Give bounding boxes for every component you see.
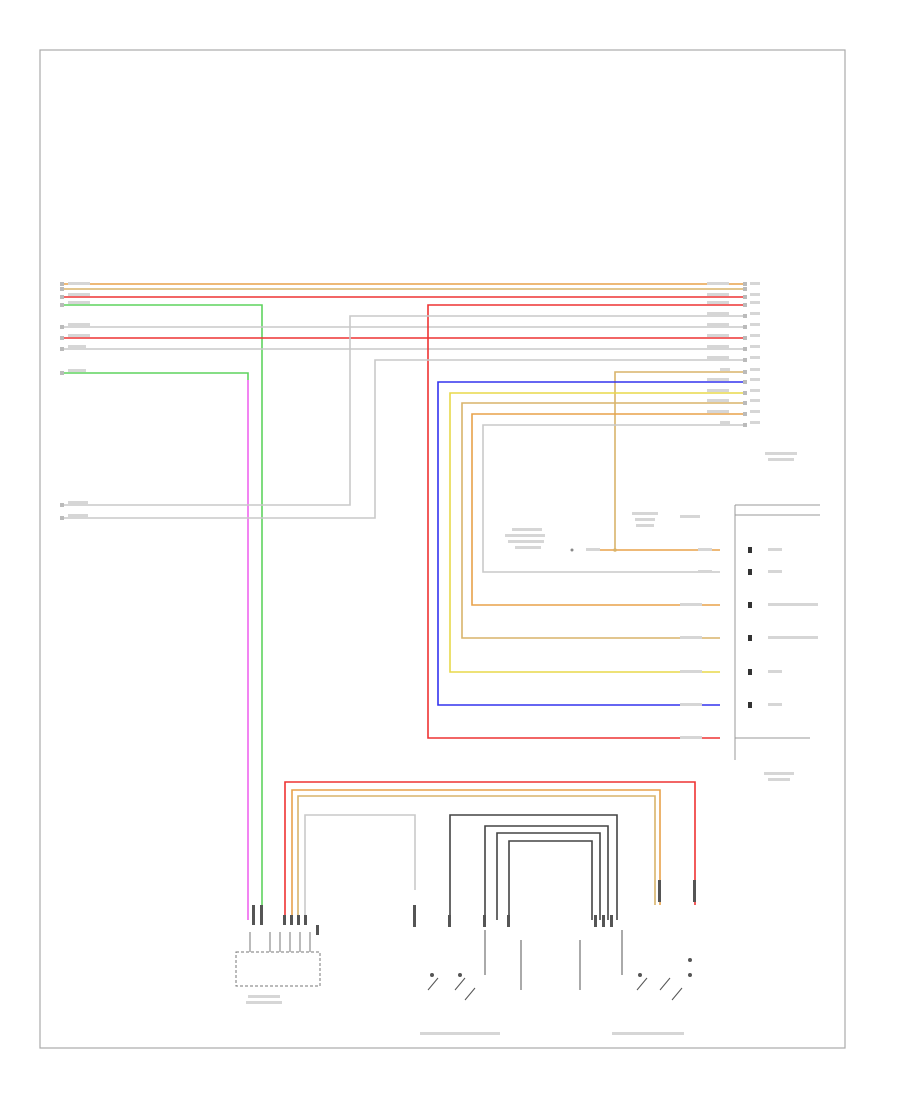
wire-yellow-1 xyxy=(449,392,745,673)
wire-dark-4 xyxy=(508,840,593,920)
wire-gray-right-1 xyxy=(62,315,745,506)
wire-gray-right-2 xyxy=(62,359,745,519)
bottom-connectors xyxy=(252,880,696,935)
wire-blue xyxy=(437,381,745,706)
wire-orange-bottom xyxy=(291,789,661,920)
wire-dark-1 xyxy=(449,814,618,920)
bus-wires xyxy=(62,283,745,920)
diagram-frame xyxy=(39,49,846,1049)
bottom-wires xyxy=(284,781,696,920)
splice-dot xyxy=(613,548,617,552)
wire-tan-2 xyxy=(461,402,745,639)
wire-gray-bottom xyxy=(304,814,416,920)
left-terminals xyxy=(60,282,64,520)
wire-dark-3 xyxy=(496,832,601,920)
wire-red-bottom xyxy=(284,781,696,920)
switch-group-right xyxy=(579,930,692,1001)
wire-green-1 xyxy=(62,304,263,920)
wire-label-bars xyxy=(68,282,818,1035)
switch-group-left xyxy=(427,930,522,1001)
wire-red-right xyxy=(427,304,745,739)
wire-orange-2 xyxy=(471,413,745,606)
wire-green-pink xyxy=(62,372,249,380)
module-pins xyxy=(748,547,752,708)
module-box xyxy=(235,932,321,987)
wire-dark-2 xyxy=(484,825,609,920)
control-module-connector xyxy=(734,504,820,760)
wire-tan-sig xyxy=(614,371,745,550)
wire-tan-bottom xyxy=(297,795,656,920)
wire-gray-3 xyxy=(482,424,745,573)
splice-dot-2 xyxy=(570,548,574,552)
right-terminals xyxy=(743,282,747,427)
